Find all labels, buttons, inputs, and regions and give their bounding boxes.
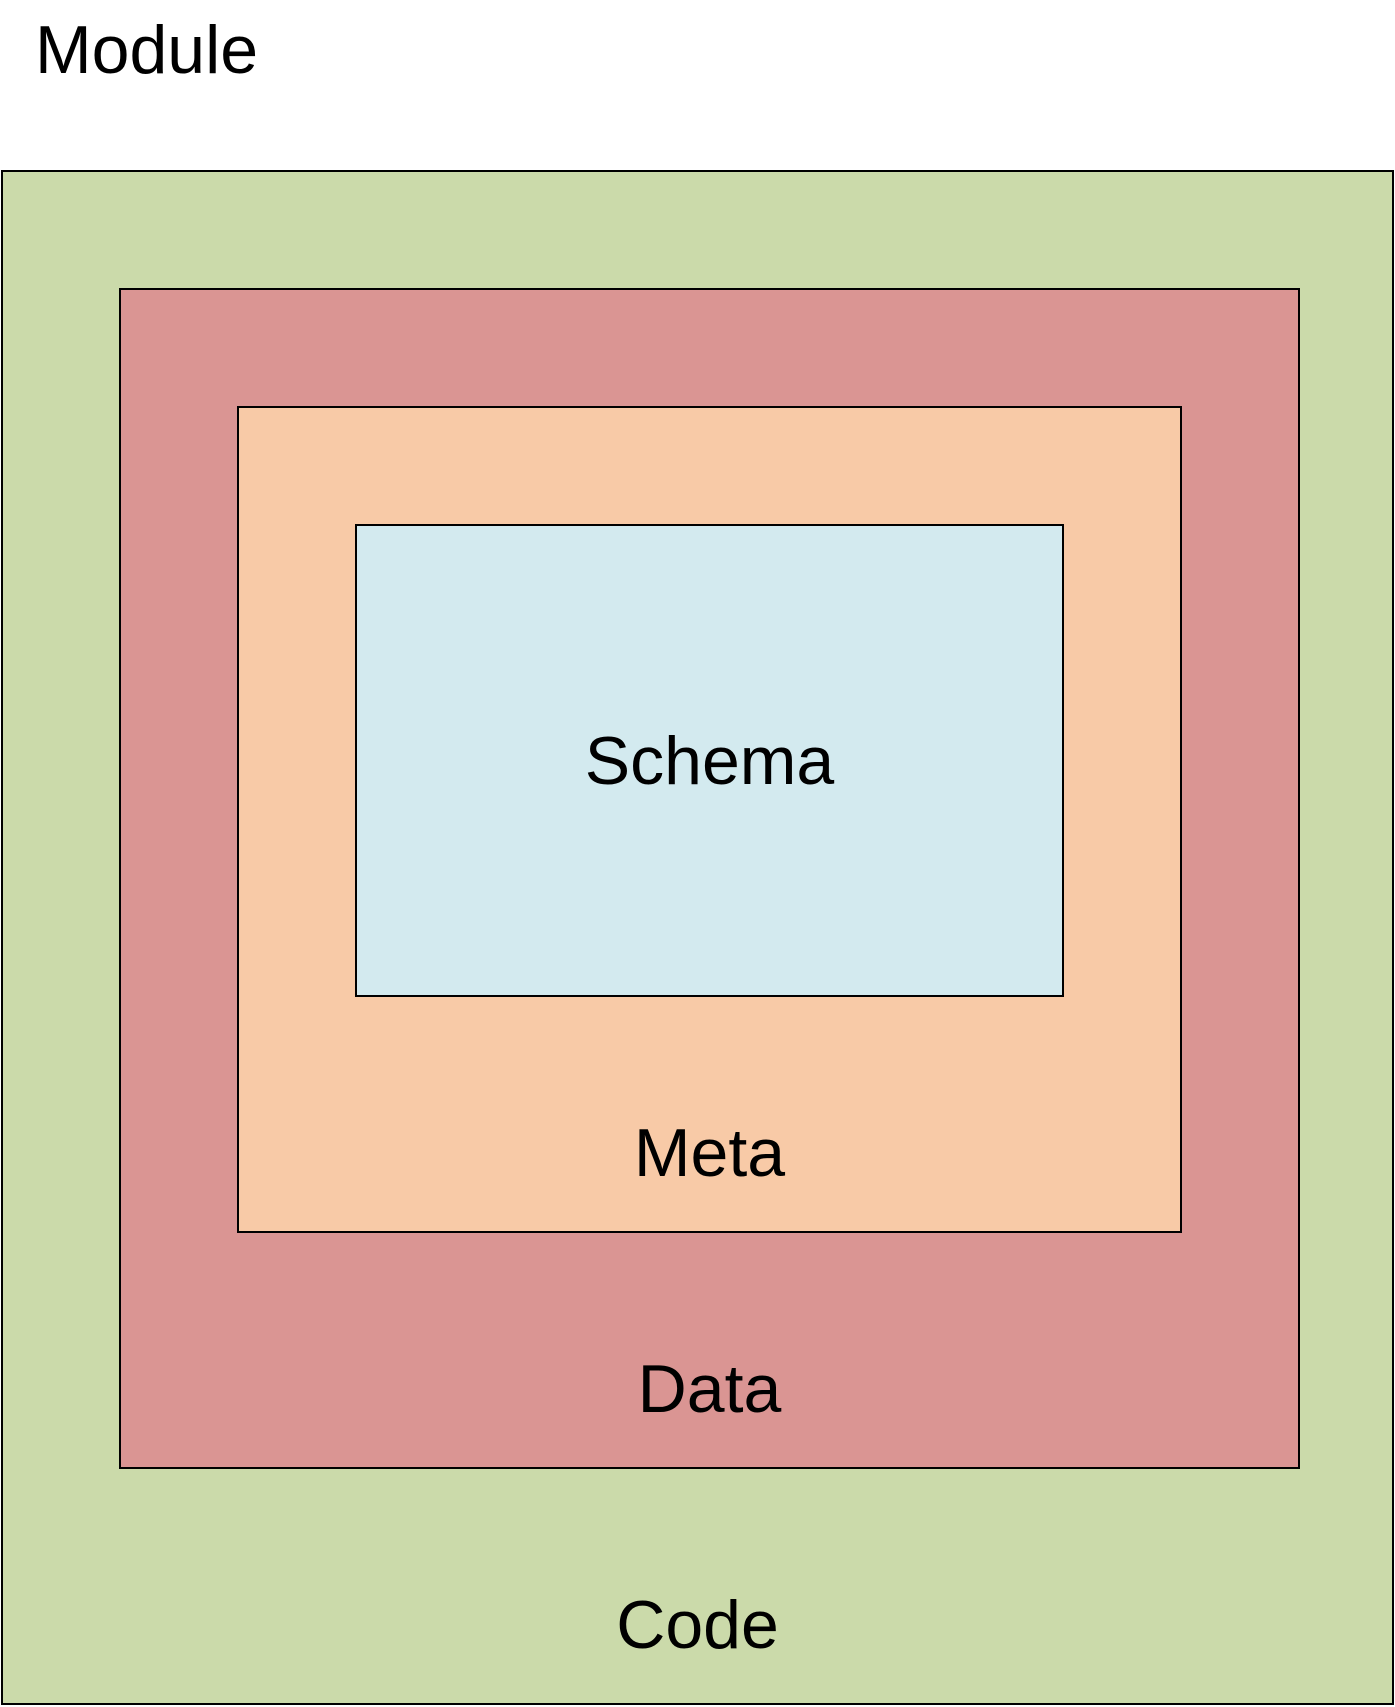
diagram-title: Module (35, 12, 259, 88)
data-layer-label: Data (637, 1351, 782, 1427)
code-layer-label: Code (616, 1587, 779, 1663)
schema-layer-label: Schema (584, 722, 835, 799)
schema-layer-box: Schema (355, 524, 1064, 997)
meta-layer-label: Meta (633, 1115, 786, 1191)
